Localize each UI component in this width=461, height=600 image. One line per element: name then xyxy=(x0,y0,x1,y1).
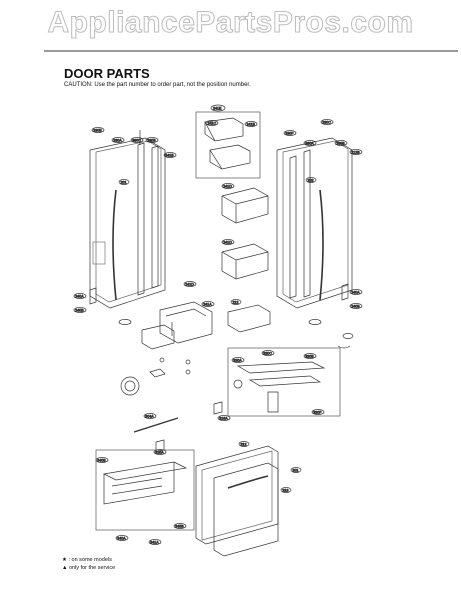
callout-label: 320A xyxy=(233,358,242,362)
callout-label: 202 xyxy=(308,178,314,182)
callout-label: 230A xyxy=(113,138,122,142)
callout-label: 320C xyxy=(263,351,272,355)
bottom-frame-group: 340B 340A 341A 345B xyxy=(95,449,195,545)
callout-label: 318 xyxy=(283,488,289,492)
callout-label: 240A xyxy=(75,294,84,298)
callout-label: 241B xyxy=(165,153,174,157)
callout-label: 316A xyxy=(219,416,228,420)
page-title: DOOR PARTS xyxy=(64,66,150,81)
callout-label: 230E xyxy=(93,128,102,132)
callout-label: 241A xyxy=(203,302,212,306)
callout-label: 230A xyxy=(305,141,314,145)
callout-label: 240A xyxy=(351,290,360,294)
left-door: 230E 230A 230C 230B 241B 201 240A 240B xyxy=(73,127,177,325)
callout-label: 212B xyxy=(351,150,360,154)
header-rule xyxy=(44,50,458,52)
callout-label: 345B xyxy=(175,524,184,528)
callout-label: 230C xyxy=(322,120,331,124)
callout-label: 320B xyxy=(305,354,314,358)
callout-label: 320F xyxy=(313,410,322,414)
callout-label: 340A xyxy=(117,536,126,540)
watermark: AppliancePartsPros.com xyxy=(47,6,414,40)
caution-note: CAUTION: Use the part number to order pa… xyxy=(64,82,251,88)
callout-label: 230F xyxy=(285,131,294,135)
note-some-models: ★ : on some models xyxy=(62,557,112,563)
drawer-frame-group: 320C 320B 320A 320F xyxy=(227,333,354,417)
center-shelves: 241D 241D 212 xyxy=(221,183,271,333)
callout-label: 230B xyxy=(147,138,156,142)
dispenser-group: 241D 241A xyxy=(120,281,215,396)
callout-label: 312 xyxy=(241,442,247,446)
callout-label: 315A xyxy=(155,450,164,454)
rail-parts: 304A 315A 316A xyxy=(133,401,231,455)
callout-label: 241D xyxy=(223,240,232,244)
right-door: 230F 230A 230C 230B 212B 202 240A 240B xyxy=(276,119,363,325)
callout-label: 230B xyxy=(336,141,345,145)
callout-label: 241D xyxy=(223,184,232,188)
callout-label: 212 xyxy=(233,300,239,304)
callout-label: 340B xyxy=(97,458,106,462)
callout-bubble xyxy=(210,104,226,112)
note-service-only: ▲ only for the service xyxy=(62,565,116,571)
callout-label: 304A xyxy=(145,414,154,418)
callout-label: 241E xyxy=(213,107,222,111)
callout-label: 241D xyxy=(185,282,194,286)
legend-notes: ★ : on some models ▲ only for the servic… xyxy=(62,556,115,572)
callout-label: 301 xyxy=(293,468,299,472)
callout-label: 201 xyxy=(121,180,127,184)
callout-label: 230C xyxy=(132,138,141,142)
callout-label: 341A xyxy=(150,540,159,544)
drawer-front-group: 301 312 318 xyxy=(195,441,302,557)
callout-label: 240B xyxy=(351,304,360,308)
callout-label: 241C xyxy=(208,121,217,125)
callout-label: 240B xyxy=(75,308,84,312)
top-bin-group: 241E 241C 241B xyxy=(195,104,261,179)
callout-label: 241B xyxy=(247,122,256,126)
